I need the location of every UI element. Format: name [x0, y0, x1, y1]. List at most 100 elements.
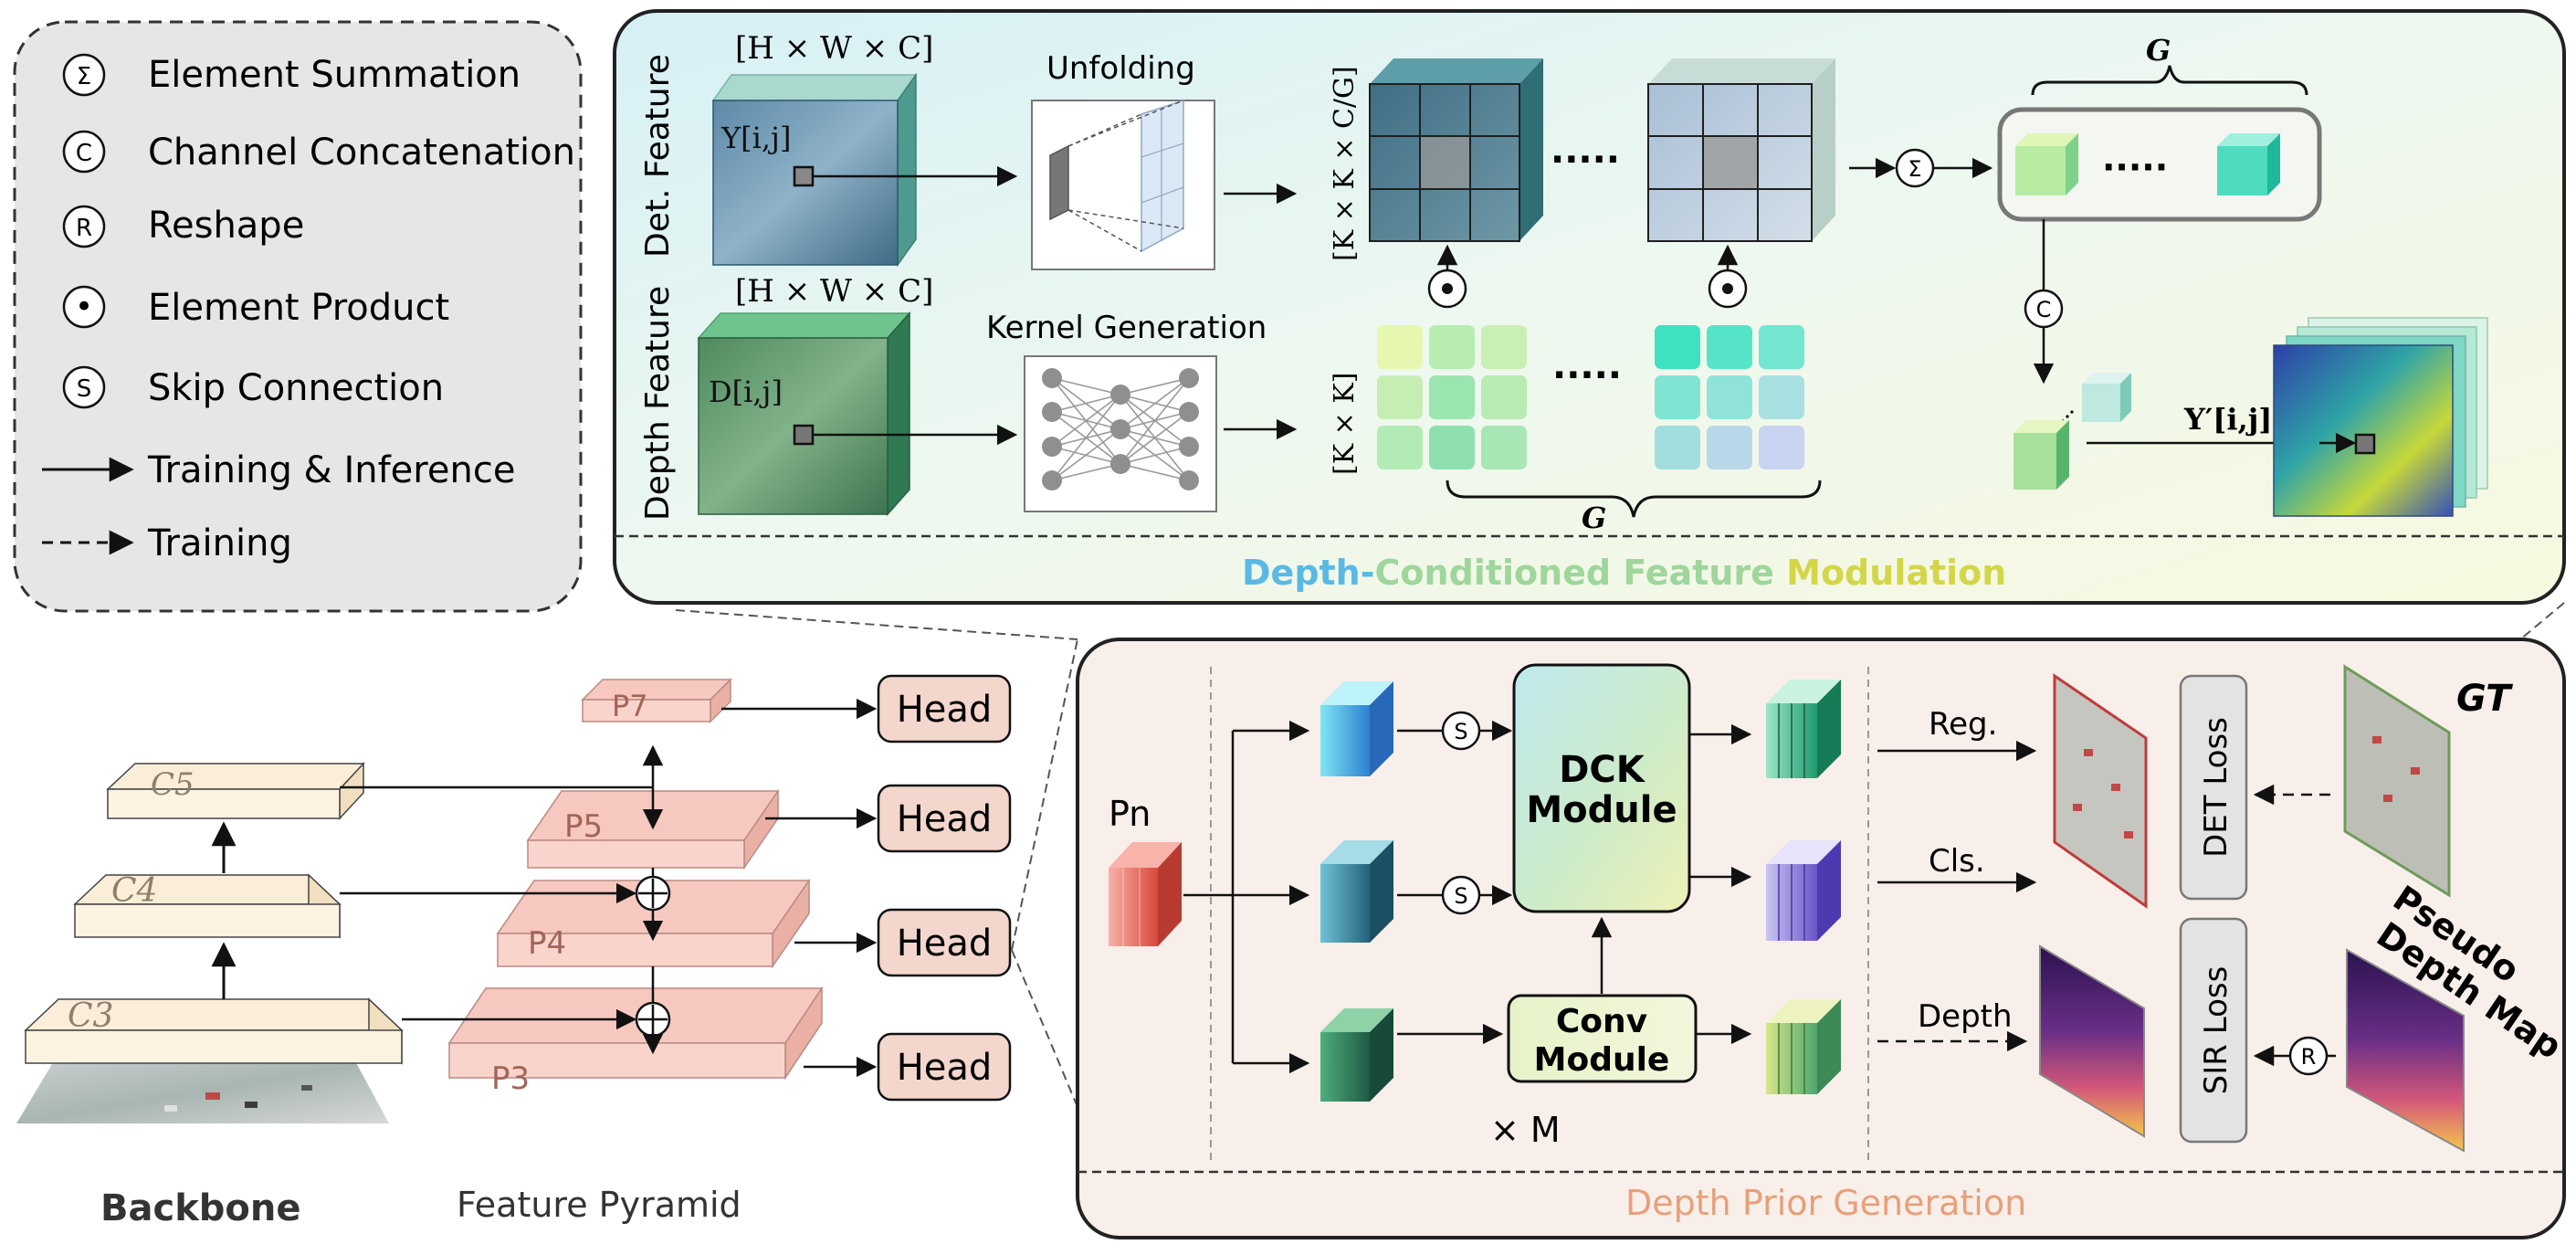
sum-node-p3 — [635, 1001, 671, 1038]
det-feature-label: Det. Feature — [639, 54, 677, 258]
legend-label-solid-arrow: Training & Inference — [147, 449, 515, 491]
product-symbol: • — [75, 289, 93, 325]
times-m-label: × M — [1490, 1110, 1561, 1150]
dck-label-1: DCK — [1559, 749, 1646, 791]
backbone-label: Backbone — [100, 1187, 301, 1229]
depth-dims-label: [H × W × C] — [735, 273, 933, 310]
kernel-grid-1 — [1377, 325, 1527, 469]
dots-group: ····· — [2102, 147, 2168, 187]
head-label: Head — [897, 798, 993, 840]
legend-label-skip: Skip Connection — [148, 367, 444, 409]
panel-title-dpg: Depth Prior Generation — [1625, 1183, 2026, 1223]
kk-dims-label: [K × K] — [1329, 373, 1361, 475]
kernel-cell — [1377, 375, 1423, 419]
kkc-dims-label: [K × K × C/G] — [1329, 66, 1361, 261]
pyramid-level-p7: P7 — [581, 678, 732, 723]
conv-label-1: Conv — [1556, 1003, 1647, 1040]
sir-loss-box: SIR Loss — [2179, 917, 2248, 1144]
concat-icon — [62, 130, 106, 174]
kernel-grid-2 — [1655, 325, 1804, 469]
mlp-edge — [1051, 394, 1121, 481]
legend-item-product: • Element Product — [62, 285, 449, 329]
legend-item-reshape: R Reshape — [62, 205, 304, 248]
mlp-edge — [1120, 411, 1190, 465]
sum-node-p4 — [635, 875, 671, 912]
c3-label: C3 — [68, 997, 113, 1035]
p5-label: P5 — [564, 808, 603, 845]
kernel-cell — [1481, 375, 1527, 419]
reshape-symbol-bottom: R — [2301, 1044, 2317, 1070]
reshape-node: R — [2288, 1036, 2329, 1076]
g-label-top: G — [2146, 33, 2171, 68]
output-stack-depth — [1766, 999, 1841, 1094]
depth-output-label: Depth — [1918, 998, 2013, 1035]
p7-label: P7 — [612, 689, 648, 723]
skip-symbol-1: S — [1454, 719, 1467, 744]
dots-kernel: ····· — [1552, 354, 1622, 396]
dck-module: DCK Module — [1512, 663, 1691, 913]
conv-label-2: Module — [1534, 1041, 1670, 1079]
kernel-generation-box: Kernel Generation — [986, 310, 1267, 512]
mlp-edge — [1051, 428, 1121, 481]
backbone-level-c3: C3 — [24, 997, 404, 1065]
kernel-cell — [1377, 325, 1423, 369]
gt-label: GT — [2456, 678, 2513, 720]
depth-prior-generation-panel: Depth Prior Generation Pn — [1076, 638, 2569, 1239]
legend-item-sum: Σ Element Summation — [62, 53, 520, 97]
p3-label: P3 — [491, 1060, 530, 1097]
depth-conditioned-feature-modulation-panel: Depth-Conditioned Feature Modulation Det… — [613, 9, 2566, 605]
kernel-cell — [1377, 426, 1423, 469]
kernel-brace — [1446, 480, 1822, 518]
det-loss-box: DET Loss — [2179, 674, 2248, 901]
sir-loss-label: SIR Loss — [2198, 966, 2234, 1095]
unfolded-patch-grid-1 — [1369, 58, 1543, 242]
heads: Head Head Head Head — [721, 674, 1012, 1102]
aerial-image — [16, 1060, 389, 1123]
reg-label: Reg. — [1929, 706, 1997, 743]
mlp-node — [1110, 419, 1130, 439]
dots-top-1: ····· — [1551, 139, 1620, 181]
mlp-node — [1179, 470, 1199, 490]
predicted-depth-map — [2039, 944, 2145, 1138]
mlp-node — [1179, 368, 1199, 388]
head-p7: Head — [877, 674, 1012, 744]
kernel-cell — [1707, 426, 1752, 469]
concat-symbol-top: C — [2036, 297, 2052, 322]
backbone-level-c4: C4 — [73, 872, 342, 939]
legend-label-reshape: Reshape — [148, 205, 304, 247]
mlp-edge — [1051, 377, 1121, 395]
ground-truth-image: GT — [2343, 664, 2513, 898]
mlp-edge — [1051, 394, 1121, 413]
legend-item-solid-arrow: Training & Inference — [42, 449, 515, 491]
legend-label-dashed-arrow: Training — [147, 522, 292, 564]
head-label: Head — [897, 1047, 993, 1089]
d-ij-label: D[i,j] — [709, 374, 783, 409]
mlp-edge — [1051, 463, 1121, 481]
skip-symbol: S — [77, 375, 92, 403]
concat-symbol: C — [76, 140, 92, 167]
kernel-cell — [1759, 325, 1804, 369]
c4-label: C4 — [111, 872, 157, 910]
unfolding-box: Unfolding — [1031, 50, 1215, 270]
mlp-edge — [1120, 377, 1190, 465]
kernel-cell — [1481, 325, 1527, 369]
mlp-node — [1042, 470, 1062, 490]
head-p3: Head — [877, 1032, 1012, 1102]
legend: Σ Element Summation C Channel Concatenat… — [13, 20, 583, 613]
legend-item-dashed-arrow: Training — [42, 522, 292, 564]
kernel-cell — [1707, 325, 1752, 369]
kernel-cell — [1707, 375, 1752, 419]
mlp-edge — [1120, 377, 1190, 395]
head-p4: Head — [877, 908, 1012, 977]
y-prime-ij-label: Y′[i,j] — [2183, 402, 2272, 437]
sum-symbol: Σ — [77, 63, 91, 90]
concatenated-cubes — [2013, 373, 2131, 490]
head-p5: Head — [877, 784, 1012, 853]
mlp-edge — [1120, 377, 1190, 430]
legend-label-concat: Channel Concatenation — [148, 132, 575, 174]
output-stack-cls — [1766, 840, 1841, 941]
branch-stack-3 — [1320, 1008, 1393, 1102]
det-feature-cube: [H × W × C] Y[i,j] — [711, 30, 933, 268]
output-feature-cube — [2273, 317, 2488, 517]
backbone-level-c5: C5 — [106, 762, 365, 820]
